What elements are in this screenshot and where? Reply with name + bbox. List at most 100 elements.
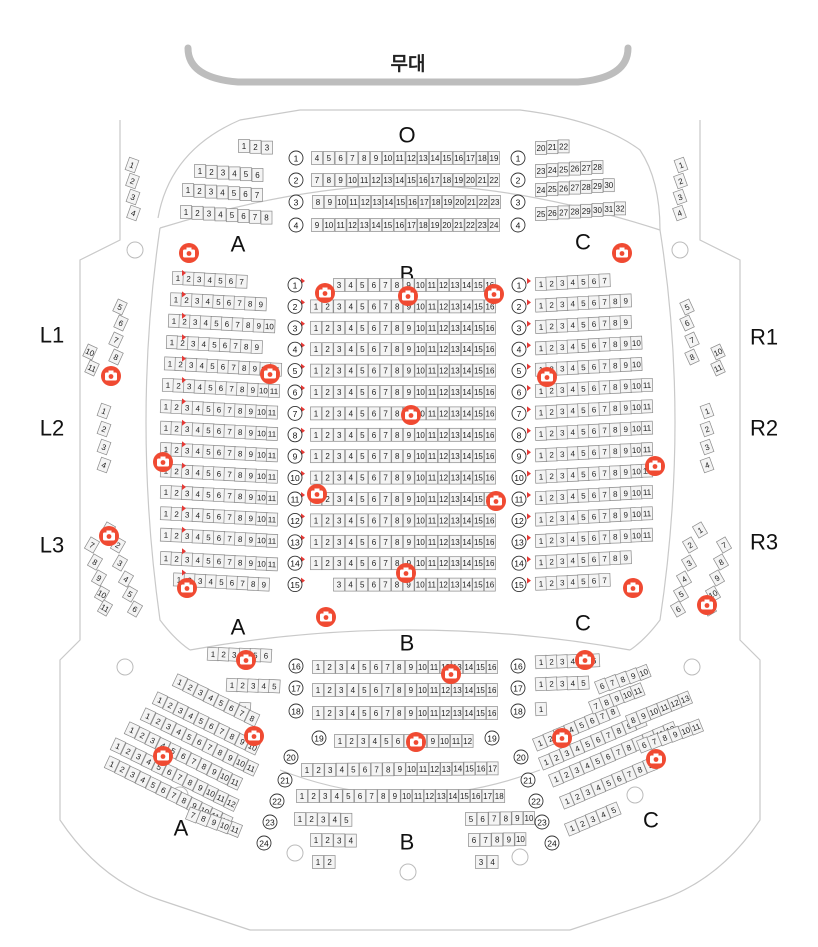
- seat[interactable]: 3: [333, 320, 346, 335]
- camera-icon[interactable]: [153, 452, 173, 472]
- seat[interactable]: 10: [255, 533, 268, 548]
- seat[interactable]: 2: [321, 363, 334, 378]
- seat[interactable]: 4: [344, 278, 357, 292]
- seat[interactable]: 2: [321, 534, 334, 549]
- seat[interactable]: 5: [212, 294, 225, 309]
- seat[interactable]: 9: [402, 385, 415, 399]
- seat[interactable]: 28: [569, 204, 581, 219]
- seat[interactable]: 13: [358, 218, 371, 232]
- seat[interactable]: 5: [600, 774, 617, 792]
- seat[interactable]: 2: [170, 551, 183, 566]
- seat[interactable]: 12: [437, 513, 450, 528]
- seat[interactable]: 3: [556, 297, 569, 312]
- seat[interactable]: 1: [691, 521, 709, 539]
- seat[interactable]: 4: [140, 752, 158, 771]
- seat[interactable]: 10: [414, 513, 427, 528]
- seat[interactable]: 18: [493, 789, 506, 803]
- camera-icon[interactable]: [99, 526, 119, 546]
- seat[interactable]: 10: [400, 789, 413, 803]
- seat[interactable]: 16: [484, 320, 496, 335]
- seat[interactable]: 1: [699, 402, 715, 420]
- seat[interactable]: 12: [439, 706, 452, 720]
- seat[interactable]: 15: [394, 195, 407, 209]
- seat[interactable]: 10: [416, 706, 429, 720]
- seat[interactable]: 15: [474, 660, 487, 674]
- seat[interactable]: 7: [598, 551, 611, 566]
- seat[interactable]: 6: [368, 513, 380, 528]
- seat[interactable]: 17: [464, 151, 477, 165]
- seat[interactable]: 1: [534, 490, 548, 506]
- seat[interactable]: 5: [268, 679, 281, 694]
- seat[interactable]: 16: [484, 449, 496, 464]
- seat[interactable]: 1: [310, 299, 322, 314]
- seat[interactable]: 1: [109, 737, 127, 755]
- seat[interactable]: 9: [244, 511, 257, 526]
- seat[interactable]: 5: [202, 553, 215, 568]
- seat[interactable]: 10: [710, 343, 726, 361]
- seat[interactable]: 8: [260, 210, 273, 225]
- seat[interactable]: 11: [426, 470, 438, 485]
- seat[interactable]: 1: [310, 449, 322, 464]
- seat[interactable]: 1: [165, 335, 179, 350]
- seat[interactable]: 15: [472, 342, 485, 357]
- seat[interactable]: 8: [391, 342, 404, 357]
- seat[interactable]: 6: [368, 534, 380, 549]
- seat[interactable]: 4: [182, 706, 200, 725]
- seat[interactable]: 14: [460, 470, 473, 485]
- seat[interactable]: 1: [238, 139, 250, 153]
- seat[interactable]: 7: [236, 576, 249, 591]
- seat[interactable]: 9: [402, 513, 415, 528]
- seat[interactable]: 11: [426, 363, 438, 378]
- seat[interactable]: 6: [587, 573, 601, 588]
- seat[interactable]: 11: [428, 683, 440, 697]
- seat[interactable]: 27: [557, 205, 570, 220]
- seat[interactable]: 9: [426, 734, 439, 748]
- seat[interactable]: 8: [609, 315, 622, 330]
- seat[interactable]: 11: [426, 427, 438, 442]
- seat[interactable]: 3: [335, 660, 348, 674]
- seat[interactable]: 5: [340, 812, 353, 827]
- seat[interactable]: 8: [195, 757, 213, 776]
- seat[interactable]: 13: [449, 534, 462, 549]
- seat[interactable]: 5: [672, 585, 690, 603]
- camera-icon[interactable]: [575, 650, 595, 670]
- seat[interactable]: 2: [345, 734, 358, 748]
- seat[interactable]: 6: [587, 423, 601, 438]
- seat[interactable]: 4: [191, 401, 204, 416]
- seat[interactable]: 6: [587, 359, 601, 374]
- seat[interactable]: 8: [234, 531, 247, 547]
- seat[interactable]: 13: [440, 761, 453, 776]
- seat[interactable]: 2: [217, 647, 230, 662]
- seat[interactable]: 1: [159, 484, 173, 500]
- seat[interactable]: 7: [223, 488, 236, 503]
- seat[interactable]: 2: [321, 470, 334, 485]
- seat[interactable]: 7: [598, 508, 611, 523]
- seat[interactable]: 2: [170, 464, 183, 479]
- camera-icon[interactable]: [398, 286, 418, 306]
- seat[interactable]: 5: [226, 208, 238, 223]
- seat[interactable]: 4: [344, 534, 357, 549]
- seat[interactable]: 15: [474, 706, 487, 720]
- seat[interactable]: 7: [370, 762, 383, 777]
- seat[interactable]: 6: [237, 209, 250, 223]
- seat[interactable]: 10: [438, 734, 451, 748]
- seat[interactable]: 5: [358, 683, 371, 697]
- seat[interactable]: 15: [472, 492, 485, 506]
- seat[interactable]: 12: [428, 762, 441, 776]
- seat[interactable]: 7: [379, 449, 392, 464]
- seat[interactable]: 4: [170, 722, 188, 741]
- seat[interactable]: 6: [368, 449, 380, 464]
- camera-icon[interactable]: [315, 283, 335, 303]
- seat[interactable]: 8: [609, 379, 622, 394]
- seat[interactable]: 3: [333, 470, 346, 485]
- seat[interactable]: 6: [587, 402, 601, 417]
- seat[interactable]: 12: [437, 449, 450, 464]
- seat[interactable]: 1: [171, 673, 189, 691]
- seat[interactable]: 15: [463, 761, 476, 776]
- seat[interactable]: 8: [391, 385, 404, 399]
- seat[interactable]: 1: [534, 576, 548, 591]
- seat[interactable]: 5: [202, 465, 215, 481]
- seat[interactable]: 5: [577, 317, 590, 332]
- seat[interactable]: 4: [344, 385, 357, 399]
- seat[interactable]: 8: [391, 406, 404, 421]
